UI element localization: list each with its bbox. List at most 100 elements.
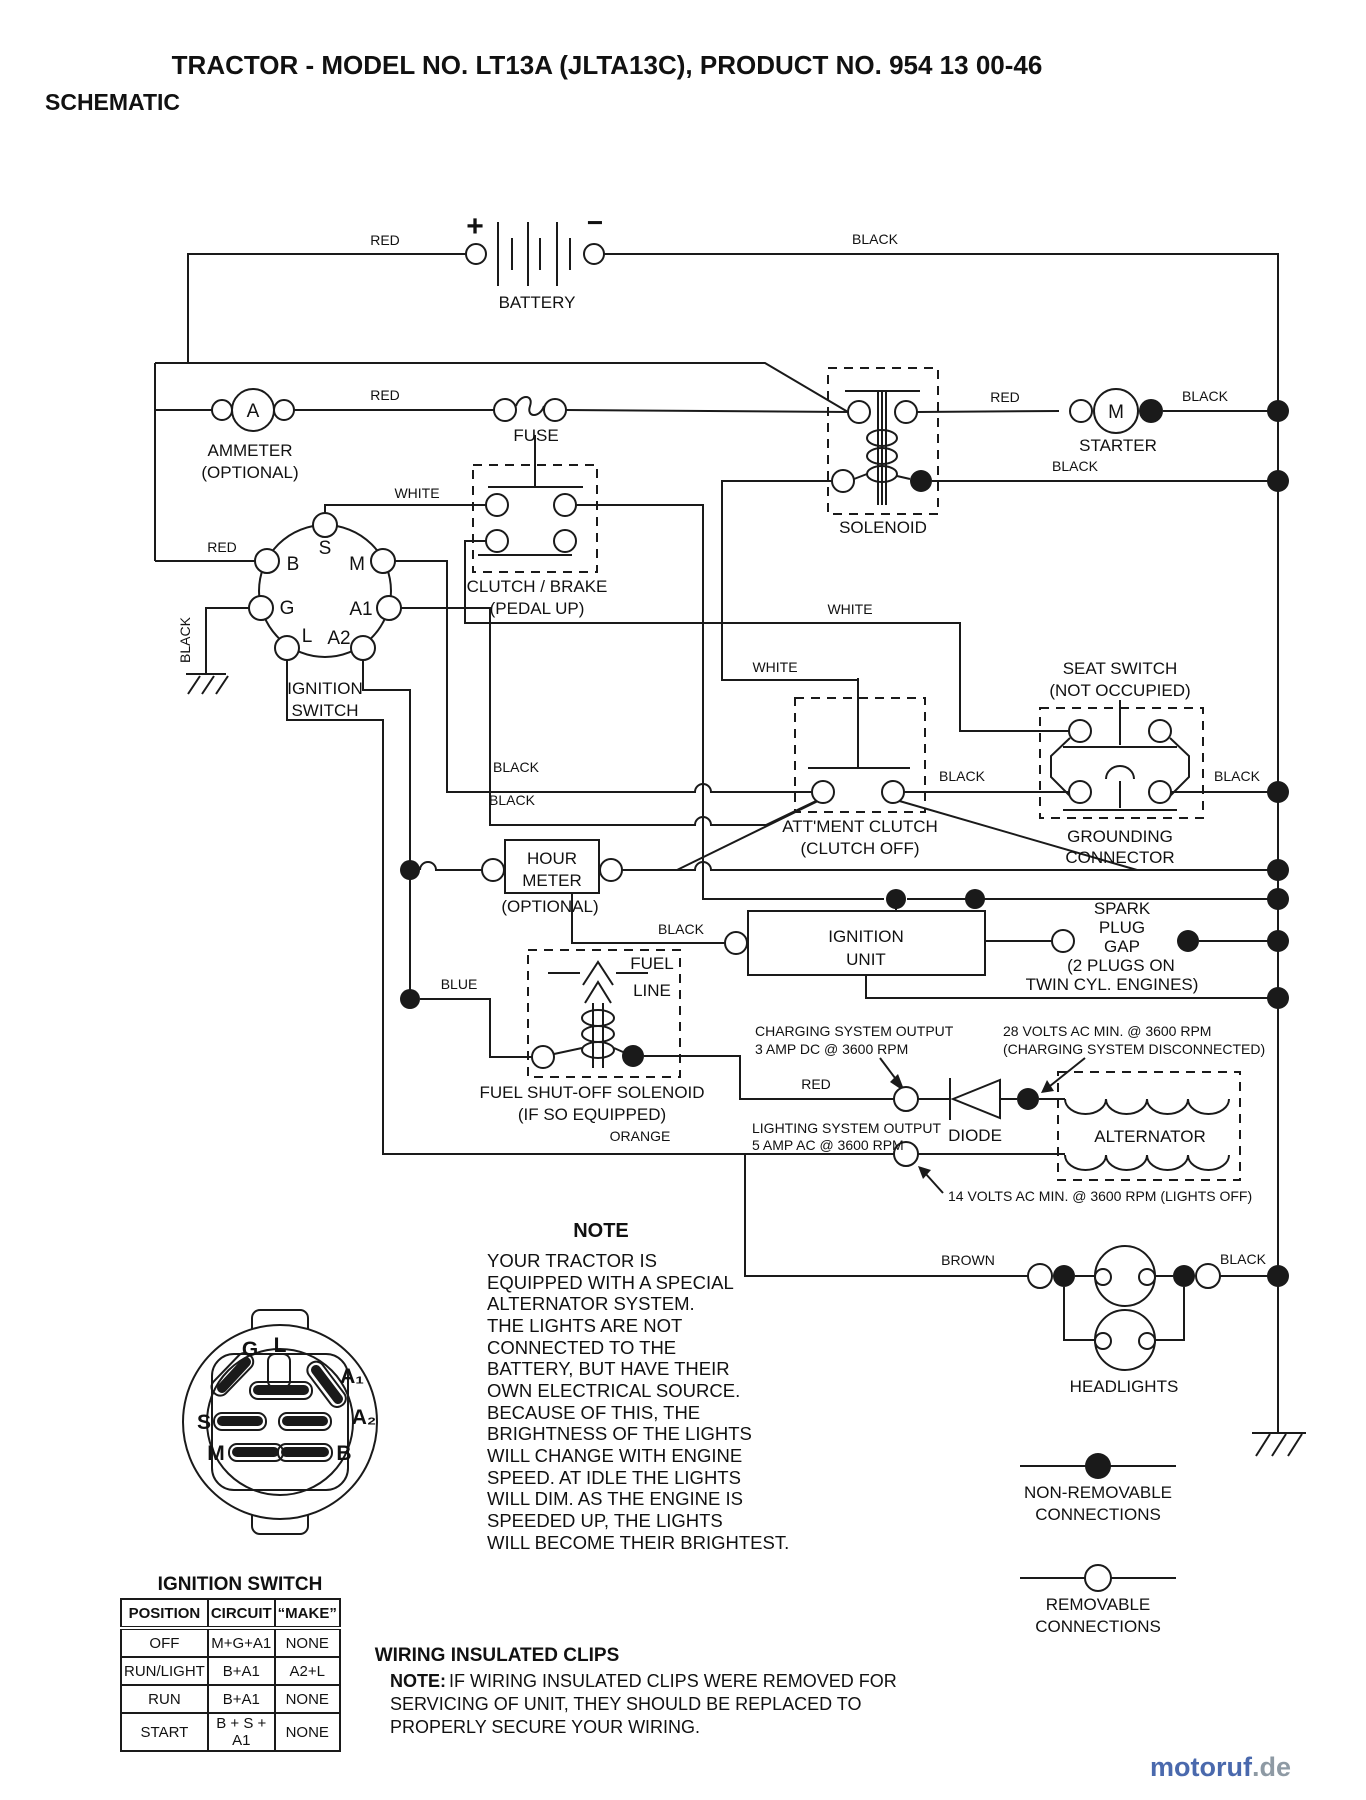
watermark: motoruf.de [1150, 1752, 1291, 1783]
solenoid-box [827, 367, 939, 515]
attment-clutch-symbol [808, 678, 910, 769]
table-header-position: POSITION [120, 1598, 209, 1630]
starter-label: STARTER [1079, 436, 1157, 455]
wire-black-9: BLACK [1220, 1251, 1267, 1267]
attment-clutch-label-2: (CLUTCH OFF) [801, 839, 920, 858]
pin-a1: A1 [349, 599, 372, 620]
connector-pin-a2: A₂ [352, 1406, 377, 1429]
cell-make-off: NONE [273, 1627, 341, 1658]
lighting-note-2: 5 AMP AC @ 3600 RPM [752, 1137, 904, 1153]
battery-plus-sign: + [466, 210, 484, 243]
diode-label: DIODE [948, 1126, 1002, 1145]
cell-circuit-start: B + S + A1 [206, 1712, 276, 1752]
component-boxes-dashed [472, 367, 1241, 1181]
fuse-label: FUSE [513, 426, 558, 445]
ignition-connector-diagram: G L A₁ A₂ S M B IGNITION SWITCH [158, 1309, 378, 1595]
wire-red-5: RED [801, 1076, 831, 1092]
hour-meter-box [504, 839, 600, 894]
seat-switch-label-1: SEAT SWITCH [1063, 659, 1178, 678]
note-line-5: CONNECTED TO THE [487, 1337, 676, 1358]
table-row: START B + S + A1 NONE [120, 1712, 341, 1752]
wire-black-vertical: BLACK [177, 616, 193, 663]
grounding-label-1: GROUNDING [1067, 827, 1173, 846]
starter-m: M [1108, 402, 1124, 423]
note-line-7: OWN ELECTRICAL SOURCE. [487, 1380, 740, 1401]
pin-a2: A2 [327, 628, 350, 649]
cell-position-run: RUN [120, 1684, 209, 1714]
ignition-unit-label-1: IGNITION [828, 927, 904, 946]
fuel-solenoid-label-1: FUEL SHUT-OFF SOLENOID [479, 1083, 704, 1102]
watermark-tld: .de [1251, 1752, 1291, 1782]
symbols [186, 222, 1306, 1579]
labels: TRACTOR - MODEL NO. LT13A (JLTA13C), PRO… [45, 50, 1267, 1737]
battery-label: BATTERY [499, 293, 576, 312]
page-title: TRACTOR - MODEL NO. LT13A (JLTA13C), PRO… [172, 50, 1043, 80]
watermark-name: motoruf [1150, 1752, 1252, 1782]
seat-switch-box [1039, 707, 1204, 819]
ammeter-a: A [247, 401, 260, 422]
legend-removable-symbol [1084, 1564, 1112, 1592]
fuel-line-label-1: FUEL [630, 954, 673, 973]
hour-meter-label-1: HOUR [527, 849, 577, 868]
wire-black-1: BLACK [852, 231, 899, 247]
clips-line-3: PROPERLY SECURE YOUR WIRING. [390, 1717, 700, 1737]
starter-motor [1093, 388, 1139, 434]
note-line-4: THE LIGHTS ARE NOT [487, 1315, 682, 1336]
clips-line-2: SERVICING OF UNIT, THEY SHOULD BE REPLAC… [390, 1694, 861, 1714]
volts28-note-1: 28 VOLTS AC MIN. @ 3600 RPM [1003, 1023, 1211, 1039]
legend-nonremovable-symbol [1085, 1453, 1111, 1479]
fuse-symbol [515, 396, 545, 416]
hour-meter-label-2: METER [522, 871, 582, 890]
wire-black-2: BLACK [1182, 388, 1229, 404]
wire-white-3: WHITE [752, 659, 797, 675]
fuel-line-label-2: LINE [633, 981, 671, 1000]
fuel-line-symbol [548, 960, 648, 1068]
ground-symbol-left [186, 673, 229, 695]
clutch-brake-label-2: (PEDAL UP) [490, 599, 585, 618]
legend-nonremovable-1: NON-REMOVABLE [1024, 1483, 1172, 1502]
connector-pin-m: M [207, 1442, 225, 1465]
table-row: RUN B+A1 NONE [120, 1684, 341, 1714]
alternator-label: ALTERNATOR [1094, 1127, 1205, 1146]
note-line-14: WILL BECOME THEIR BRIGHTEST. [487, 1532, 789, 1553]
wire-black-8: BLACK [658, 921, 705, 937]
legend-nonremovable-2: CONNECTIONS [1035, 1505, 1161, 1524]
spark-label-5: TWIN CYL. ENGINES) [1026, 975, 1199, 994]
wire-black-3: BLACK [1052, 458, 1099, 474]
connector-pin-b: B [336, 1442, 351, 1465]
note-line-8: BECAUSE OF THIS, THE [487, 1402, 700, 1423]
table-row: RUN/LIGHT B+A1 A2+L [120, 1656, 341, 1686]
wire-blue: BLUE [441, 976, 478, 992]
connector-pin-l: L [274, 1334, 287, 1357]
wire-black-6: BLACK [939, 768, 986, 784]
ignition-switch-label-1: IGNITION [287, 679, 363, 698]
note-line-11: SPEED. AT IDLE THE LIGHTS [487, 1467, 741, 1488]
cell-position-start: START [120, 1712, 209, 1752]
diode-symbol [949, 1078, 1001, 1120]
spark-label-3: GAP [1104, 937, 1140, 956]
page-subtitle: SCHEMATIC [45, 89, 180, 115]
charging-note-1: CHARGING SYSTEM OUTPUT [755, 1023, 954, 1039]
cell-position-runlight: RUN/LIGHT [120, 1656, 209, 1686]
alternator-box [1057, 1071, 1241, 1181]
legend-removable-2: CONNECTIONS [1035, 1617, 1161, 1636]
lighting-note-1: LIGHTING SYSTEM OUTPUT [752, 1120, 941, 1136]
grounding-label-2: CONNECTOR [1065, 848, 1174, 867]
volts28-note-2: (CHARGING SYSTEM DISCONNECTED) [1003, 1041, 1265, 1057]
hour-meter-label-3: (OPTIONAL) [501, 897, 598, 916]
wire-brown: BROWN [941, 1252, 995, 1268]
ignition-unit-box [747, 910, 986, 976]
wire-orange: ORANGE [610, 1128, 671, 1144]
attment-clutch-label-1: ATT'MENT CLUTCH [782, 817, 938, 836]
ignition-unit-label-2: UNIT [846, 950, 886, 969]
clips-title: WIRING INSULATED CLIPS [375, 1645, 620, 1666]
connector-pin-g: G [242, 1338, 258, 1361]
battery-pos-terminal [465, 243, 487, 265]
wire-white-1: WHITE [394, 485, 439, 501]
clutch-brake-symbol [478, 435, 583, 556]
battery-symbol [497, 222, 571, 286]
battery-minus-sign: − [587, 207, 603, 238]
cell-circuit-off: M+G+A1 [206, 1627, 276, 1658]
